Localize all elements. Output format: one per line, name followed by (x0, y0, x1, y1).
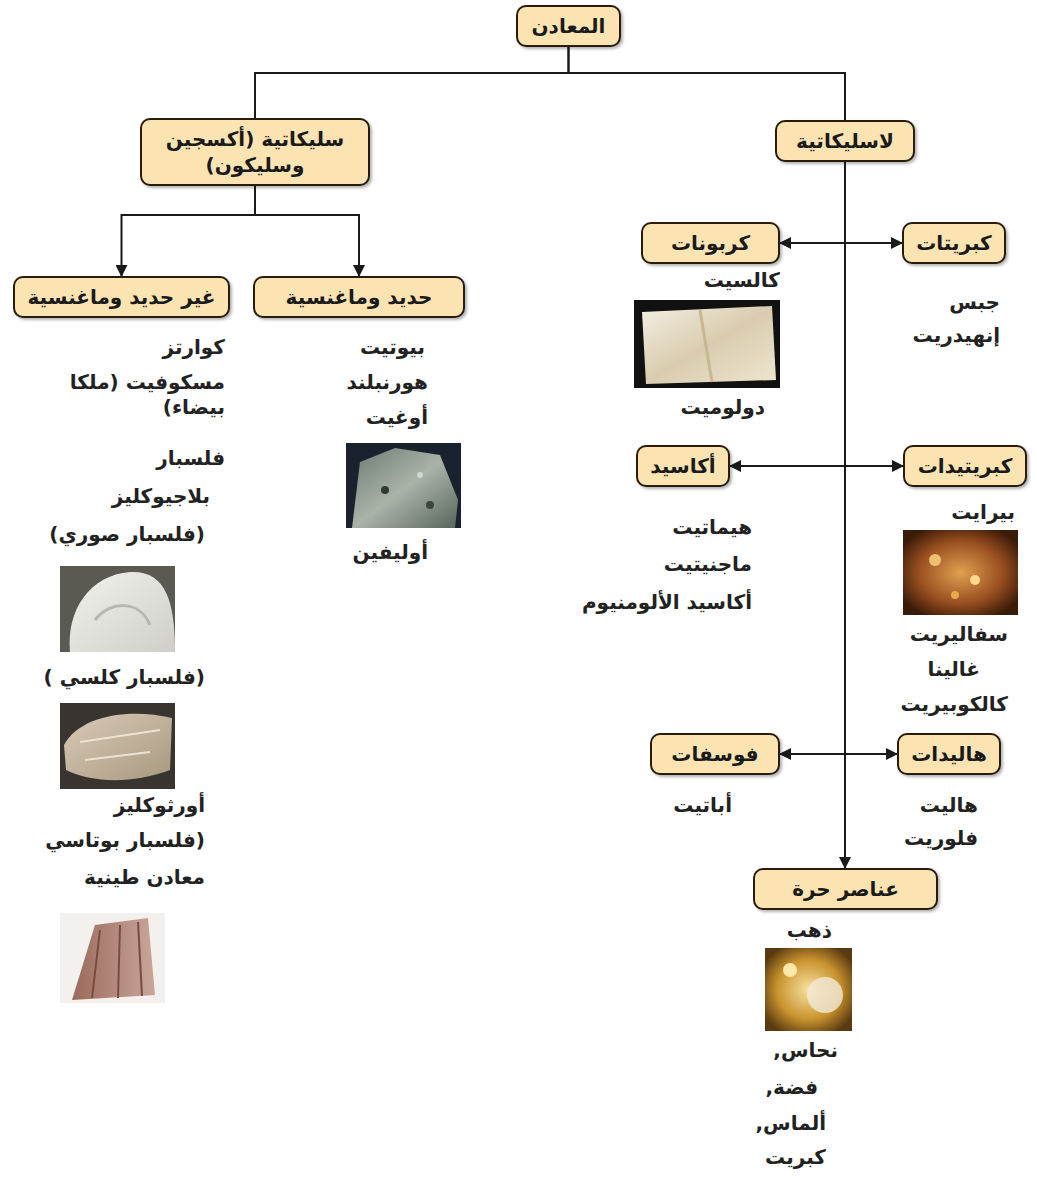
box-label: المعادن (530, 13, 607, 39)
category-box: كربونات (641, 222, 780, 264)
mineral-name: فلسبار (156, 446, 225, 471)
pyrite-photo (903, 530, 1018, 615)
clay-photo (60, 913, 165, 1003)
box-label: حديد وماغنسية (267, 284, 451, 310)
box-label: كبريتات (916, 230, 992, 256)
mineral-name: (فلسبار كلسي ) (44, 665, 205, 690)
connector-arrow (845, 162, 902, 243)
mineral-name: ألماس, (756, 1111, 826, 1136)
mineral-name: أوليفين (352, 540, 428, 565)
mineral-name: كالسيت (704, 268, 780, 293)
white-feldspar-photo (60, 566, 175, 652)
mineral-name: ماجنيتيت (664, 552, 752, 577)
category-box: المعادن (516, 5, 621, 47)
category-box: كبريتيدات (903, 445, 1027, 487)
mineral-name: أورثوكليز (114, 793, 205, 818)
category-box: كبريتات (902, 222, 1006, 264)
connector-arrow (845, 162, 897, 754)
mineral-name: معادن طينية (84, 865, 205, 890)
mineral-name: غالينا (927, 657, 980, 682)
box-label: هاليدات (911, 741, 987, 767)
mineral-name: كبريت (765, 1145, 826, 1170)
box-label: غير حديد وماغنسية (27, 284, 216, 310)
mineral-name: هيماتيت (672, 515, 752, 540)
mineral-name: (فلسبار صوري) (49, 522, 205, 547)
mineral-name: سفاليريت (910, 622, 1008, 647)
category-box: فوسفات (650, 733, 780, 775)
category-box: هاليدات (897, 733, 1001, 775)
category-box: غير حديد وماغنسية (13, 276, 230, 318)
box-label: كبريتيدات (917, 453, 1013, 479)
mineral-name: أوغيت (366, 405, 428, 430)
mineral-name: فلوريت (904, 826, 978, 851)
mineral-name: أكاسيد الألومنيوم (582, 590, 752, 615)
calcic-feldspar-photo (60, 703, 175, 789)
mineral-name: هورنبلند (347, 370, 428, 395)
category-box: عناصر حرة (753, 868, 938, 910)
olivine-photo (346, 443, 461, 528)
box-label: عناصر حرة (767, 876, 924, 902)
mineral-name: بلاجيوكليز (112, 484, 210, 509)
connector-arrow (780, 162, 845, 754)
mineral-name: دولوميت (681, 395, 765, 420)
box-label: سليكاتية (أكسجين وسليكون) (154, 126, 356, 178)
box-label: لاسليكاتية (789, 128, 901, 154)
connector-arrow (255, 186, 359, 276)
connector-arrow (122, 186, 256, 276)
mineral-name: جبس (949, 290, 1000, 315)
mineral-name: أباتيت (673, 793, 732, 818)
connector-arrow (780, 162, 845, 243)
gold-photo (765, 948, 852, 1031)
box-label: أكاسيد (650, 453, 716, 479)
connector-arrow (255, 47, 569, 118)
category-box: حديد وماغنسية (253, 276, 465, 318)
box-label: كربونات (655, 230, 766, 256)
connector-arrow (845, 162, 903, 466)
mineral-name: كوارتز (163, 335, 226, 360)
box-label: فوسفات (664, 741, 766, 767)
mineral-name: ذهب (787, 918, 832, 943)
mineral-name: (فلسبار بوتاسي (45, 828, 205, 853)
category-box: سليكاتية (أكسجين وسليكون) (140, 118, 370, 186)
category-box: لاسليكاتية (775, 120, 915, 162)
connector-arrow (569, 47, 846, 120)
mineral-name: بيوتيت (360, 335, 425, 360)
connector-arrow (730, 162, 845, 466)
mineral-name: نحاس, (773, 1038, 838, 1063)
category-box: أكاسيد (636, 445, 730, 487)
calcite-photo (634, 300, 780, 388)
mineral-name: إنهيدريت (913, 323, 1000, 348)
mineral-name: هاليت (920, 793, 978, 818)
connector-arrow (844, 162, 846, 868)
mineral-name: كالكوبيريت (900, 692, 1008, 717)
mineral-name: مسكوفيت (ملكا بيضاء) (25, 370, 225, 420)
mineral-name: بيرايت (951, 500, 1015, 525)
mineral-name: فضة, (765, 1075, 818, 1100)
